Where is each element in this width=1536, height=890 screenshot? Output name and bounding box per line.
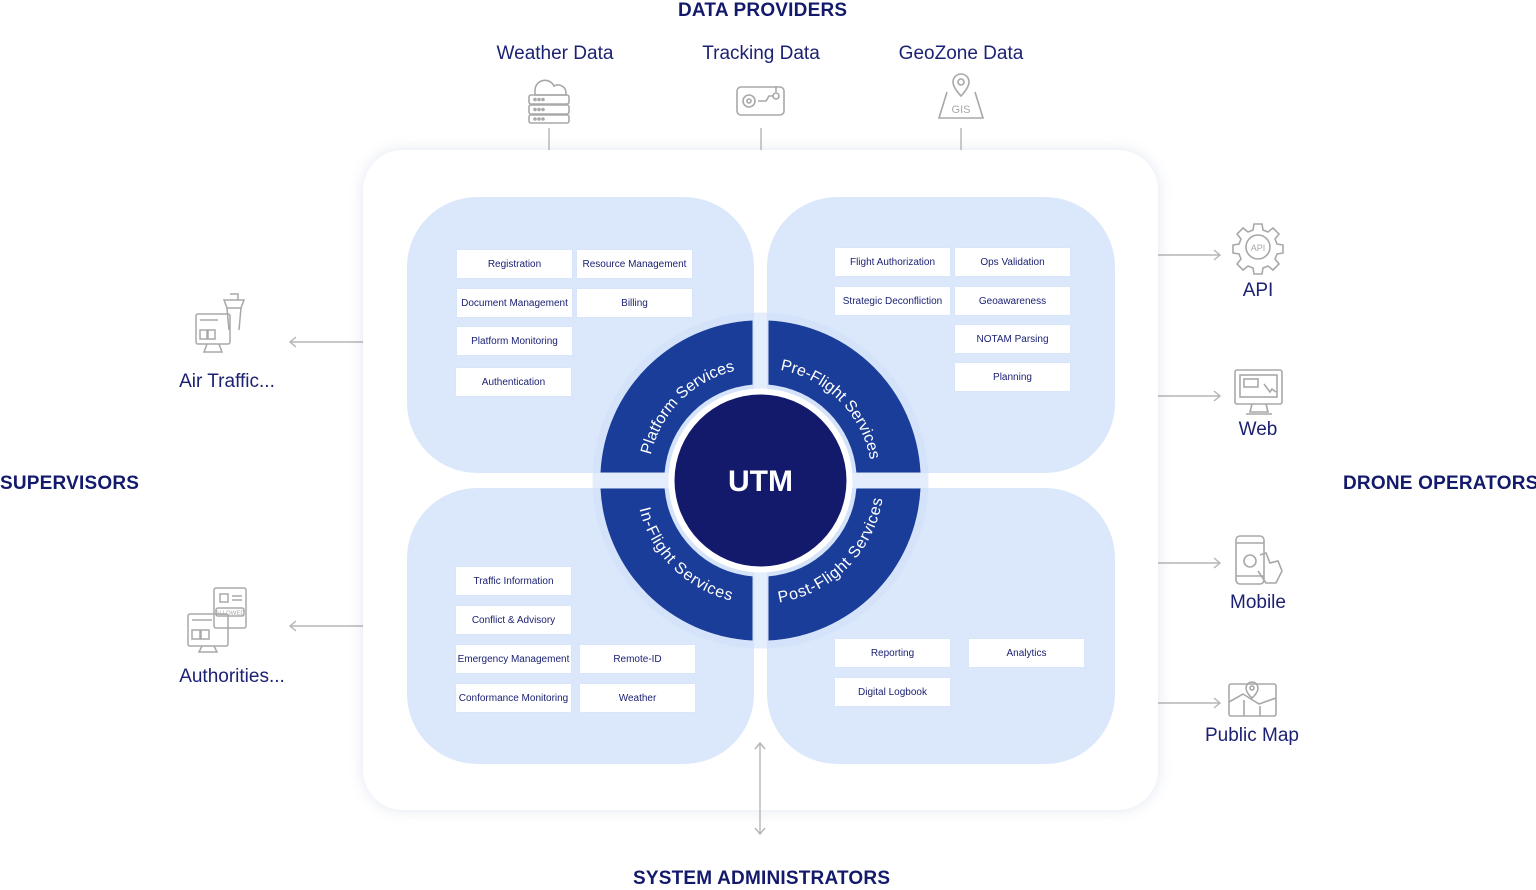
chip-strategic-deconfliction: Strategic Deconfliction [835,287,950,315]
chip-geoawareness: Geoawareness [955,287,1070,315]
chip-digital-logbook: Digital Logbook [835,678,950,706]
platform-services-segment [600,320,753,473]
chip-conflict-advisory: Conflict & Advisory [456,606,571,634]
control-tower-icon [195,293,246,353]
chip-flight-authorization: Flight Authorization [835,248,950,276]
chip-resource-management: Resource Management [577,250,692,278]
utm-core-ring: UTM Platform Services Pre-Flight Service… [592,312,929,649]
system-administrators-heading: SYSTEM ADMINISTRATORS [633,868,891,889]
geozone-data-label: GeoZone Data [898,43,1024,64]
chip-platform-monitoring: Platform Monitoring [457,327,572,355]
air-traffic-label: Air Traffic... [179,371,275,392]
chip-billing: Billing [577,289,692,317]
utm-center-circle [674,394,847,567]
map-pin-icon [1228,681,1277,717]
authorities-label: Authorities... [179,666,285,687]
chip-remote-id: Remote-ID [580,645,695,673]
gis-map-icon: GIS [937,73,985,119]
weather-data-label: Weather Data [496,43,614,64]
tracking-data-label: Tracking Data [702,43,820,64]
public-map-label: Public Map [1205,725,1299,746]
chip-planning: Planning [955,363,1070,391]
web-label: Web [1238,419,1278,440]
mobile-touch-icon [1235,535,1283,585]
svg-text:GIS: GIS [952,104,971,116]
chip-notam-parsing: NOTAM Parsing [955,325,1070,353]
api-label: API [1242,280,1274,301]
svg-text:ALLOWED: ALLOWED [215,611,245,617]
chip-ops-validation: Ops Validation [955,248,1070,276]
supervisors-heading: SUPERVISORS [0,473,140,494]
inflight-services-segment [600,488,753,641]
mobile-label: Mobile [1230,592,1286,613]
preflight-services-segment [768,320,921,473]
allowed-document-icon: ALLOWED [187,587,247,653]
chip-traffic-information: Traffic Information [456,567,571,595]
api-gear-icon: API [1232,223,1284,275]
weather-server-icon [528,79,570,124]
svg-text:API: API [1251,243,1266,253]
chip-emergency-management: Emergency Management [456,645,571,673]
monitor-icon [1234,369,1283,415]
data-providers-heading: DATA PROVIDERS [678,0,848,21]
tracking-device-icon [736,86,785,116]
chip-reporting: Reporting [835,639,950,667]
chip-analytics: Analytics [969,639,1084,667]
postflight-services-segment [768,488,921,641]
chip-weather: Weather [580,684,695,712]
drone-operators-heading: DRONE OPERATORS [1343,473,1536,494]
utm-center-label: UTM [728,465,793,498]
chip-document-management: Document Management [457,289,572,317]
chip-conformance-monitoring: Conformance Monitoring [456,684,571,712]
chip-registration: Registration [457,250,572,278]
chip-authentication: Authentication [456,368,571,396]
